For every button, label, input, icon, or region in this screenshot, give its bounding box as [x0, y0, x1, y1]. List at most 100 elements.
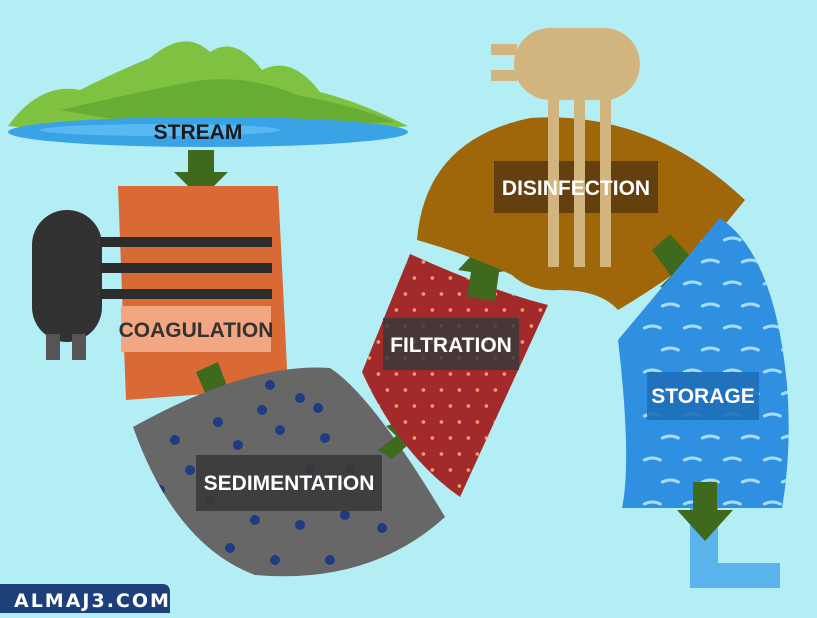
- water-wave: [804, 414, 817, 416]
- stream-label: STREAM: [154, 121, 243, 144]
- filter-grain: [466, 404, 471, 408]
- filter-grain: [466, 372, 471, 376]
- storage-label: STORAGE: [651, 385, 754, 408]
- outlet-pipe-horizontal: [690, 563, 780, 588]
- filter-grain: [430, 308, 435, 312]
- filtration-label: FILTRATION: [390, 334, 512, 357]
- hills-shadow: [60, 79, 395, 126]
- disinfectant-tank-body: [514, 28, 640, 100]
- filter-grain: [520, 436, 525, 440]
- water-wave: [762, 368, 782, 374]
- sediment-particle: [170, 435, 180, 445]
- filtration-label-box: [383, 318, 519, 370]
- filter-grain: [430, 436, 435, 440]
- filter-grain: [502, 308, 507, 312]
- sedimentation-stage: SEDIMENTATION: [133, 367, 445, 577]
- water-wave: [762, 236, 782, 242]
- filter-grain: [430, 276, 435, 280]
- filter-grain: [448, 372, 453, 376]
- filter-grain: [457, 484, 462, 488]
- filter-grain: [475, 452, 480, 456]
- uv-tube-1: [548, 92, 559, 267]
- filter-grain: [421, 292, 426, 296]
- sediment-particle: [265, 380, 275, 390]
- sediment-particle: [250, 515, 260, 525]
- water-wave: [804, 326, 817, 328]
- water-wave: [642, 324, 662, 330]
- sediment-particle: [325, 555, 335, 565]
- filter-grain: [475, 388, 480, 392]
- storage-stage: STORAGE: [618, 218, 817, 508]
- filter-grain: [385, 292, 390, 296]
- filter-grain: [448, 276, 453, 280]
- filter-grain: [502, 436, 507, 440]
- filter-grain: [367, 292, 372, 296]
- sediment-particle: [295, 393, 305, 403]
- filter-grain: [421, 420, 426, 424]
- filter-grain: [385, 420, 390, 424]
- filter-grain: [376, 340, 381, 344]
- filter-grain: [557, 404, 561, 408]
- filter-grain: [421, 452, 426, 456]
- water-wave: [740, 346, 760, 352]
- uv-tubes: [548, 92, 611, 267]
- filter-grain: [367, 260, 372, 264]
- filter-grain: [502, 404, 507, 408]
- disinfection-label: DISINFECTION: [502, 177, 650, 200]
- filter-grain: [484, 436, 489, 440]
- water-wave: [762, 456, 782, 462]
- filter-grain: [538, 404, 543, 408]
- disinfectant-tank: [491, 28, 640, 100]
- water-wave: [780, 434, 789, 440]
- filter-grain: [457, 388, 462, 392]
- water-wave: [642, 500, 662, 506]
- water-wave: [804, 282, 817, 284]
- filter-grain: [376, 372, 381, 376]
- filter-grain: [547, 292, 548, 296]
- water-wave: [762, 412, 782, 418]
- filter-grain: [520, 404, 525, 408]
- filter-grain: [493, 452, 498, 456]
- filter-grain: [439, 388, 444, 392]
- filter-grain: [457, 420, 462, 424]
- sedimentation-label: SEDIMENTATION: [204, 472, 375, 495]
- storage-label-box: [647, 372, 759, 420]
- water-wave: [682, 324, 702, 330]
- filter-grain: [394, 276, 399, 280]
- filter-grain: [403, 388, 408, 392]
- sediment-particle: [213, 417, 223, 427]
- filter-grain: [484, 372, 489, 376]
- chemical-tank: [32, 210, 272, 360]
- filter-grain: [511, 452, 516, 456]
- filter-grain: [394, 308, 399, 312]
- sediment-particle: [225, 543, 235, 553]
- filter-grain: [511, 420, 516, 424]
- filter-grain: [412, 436, 417, 440]
- filter-grain: [557, 340, 561, 344]
- filter-grain: [538, 436, 543, 440]
- sediment-particle: [257, 405, 267, 415]
- filter-grain: [457, 260, 462, 264]
- water-wave: [780, 390, 789, 396]
- filter-grain: [412, 308, 417, 312]
- filter-grain: [412, 276, 417, 280]
- filter-grain: [439, 484, 444, 488]
- water-wave: [700, 302, 720, 308]
- filter-grain: [421, 388, 426, 392]
- filter-grain: [502, 372, 507, 376]
- water-wave: [722, 368, 742, 374]
- tank-leg-left: [46, 334, 60, 360]
- filter-grain: [403, 420, 408, 424]
- watermark: ALMAJ3.COM: [0, 584, 170, 613]
- filter-grain: [484, 468, 489, 472]
- water-wave: [780, 302, 789, 308]
- water-wave: [722, 456, 742, 462]
- water-wave: [700, 346, 720, 352]
- filter-grain: [538, 372, 543, 376]
- filter-grain: [439, 452, 444, 456]
- tank-body: [32, 210, 102, 342]
- water-wave: [660, 434, 680, 440]
- water-wave: [740, 302, 760, 308]
- tank-leg-right: [72, 334, 86, 360]
- sediment-particle: [233, 440, 243, 450]
